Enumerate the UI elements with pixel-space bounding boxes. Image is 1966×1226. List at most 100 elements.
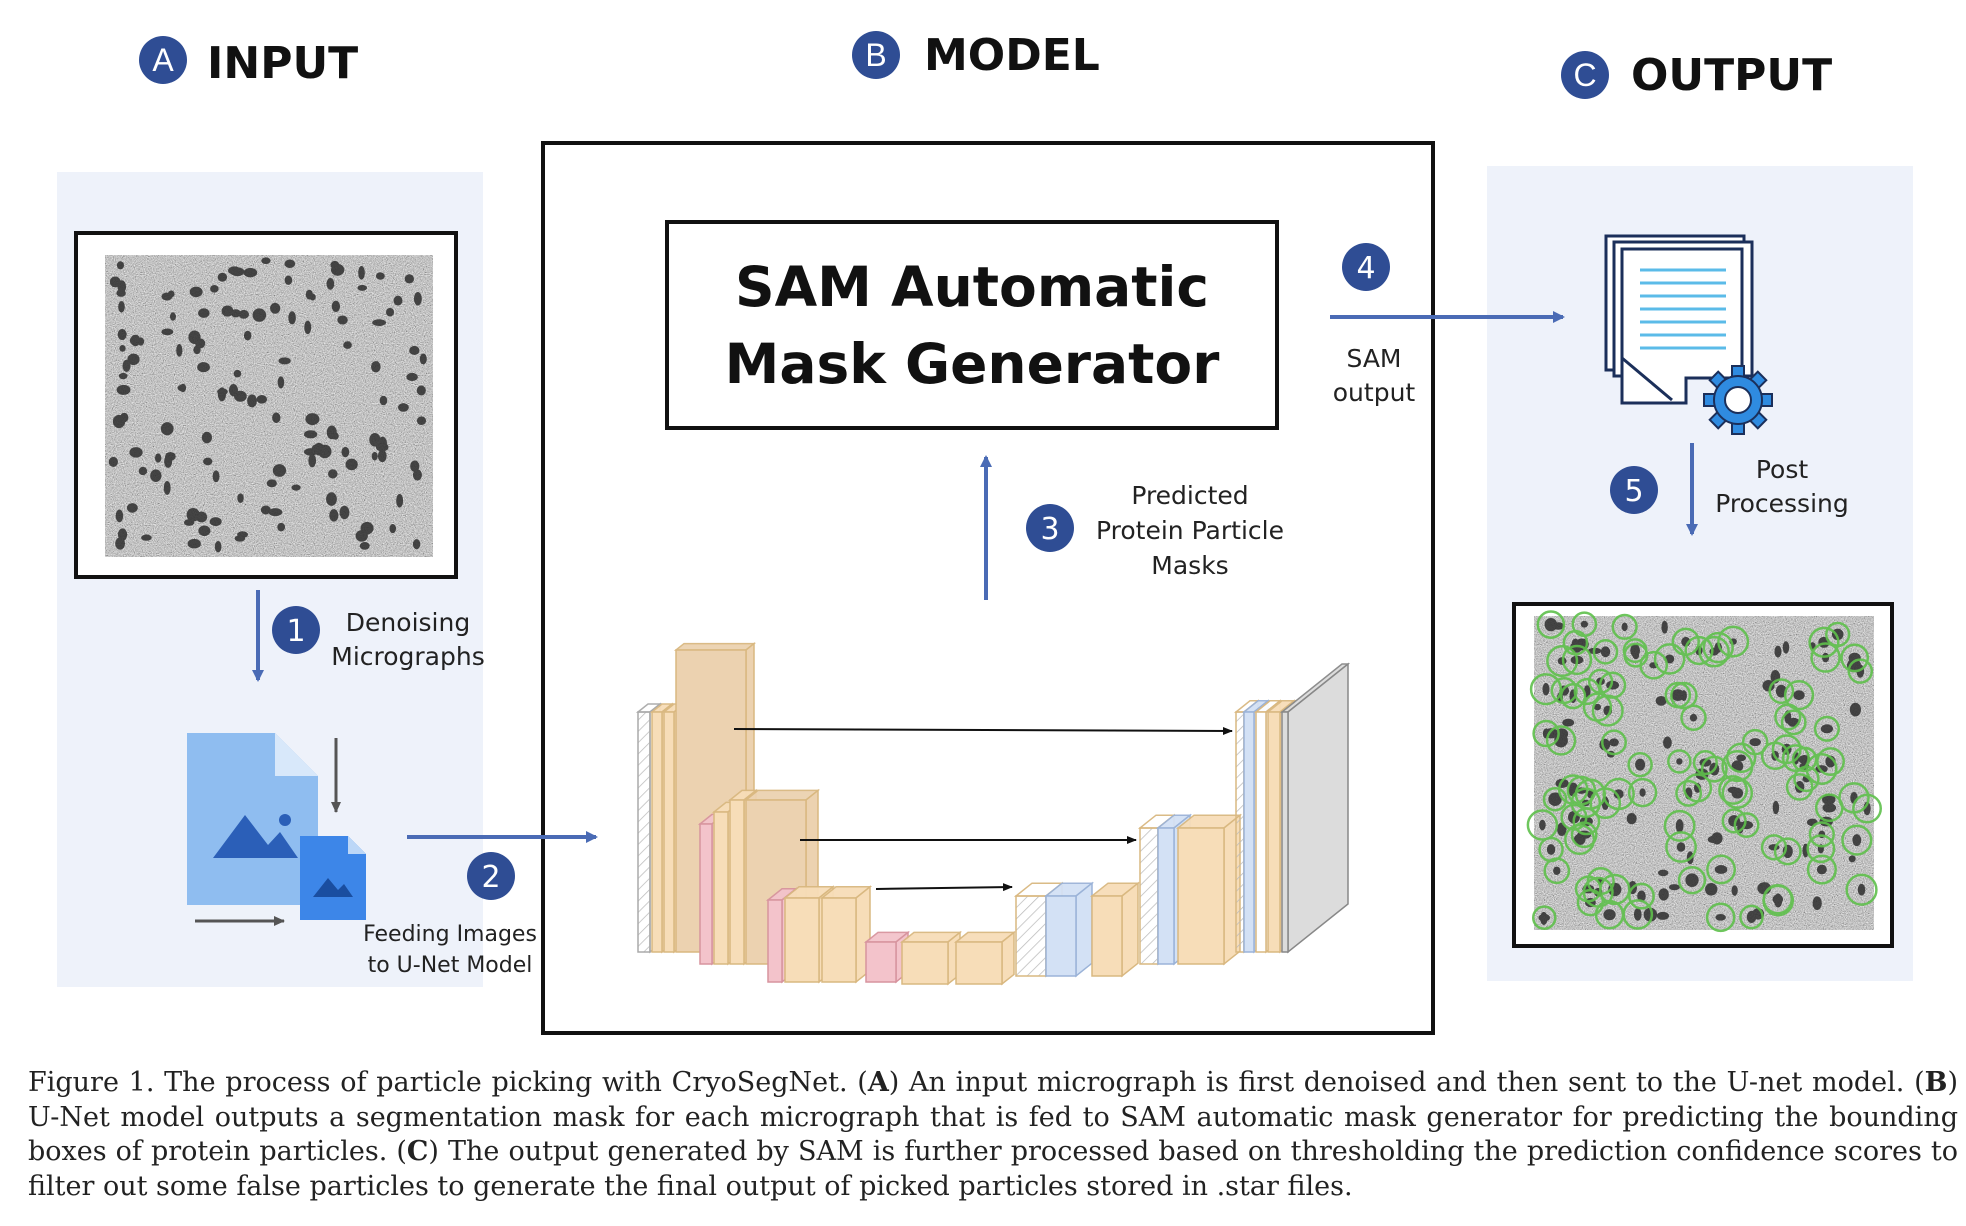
particle-mask bbox=[1841, 824, 1873, 856]
particle-mask bbox=[1680, 704, 1707, 731]
particle bbox=[210, 285, 219, 293]
step-badge-3: 3 bbox=[1026, 504, 1074, 552]
particle-mask bbox=[1783, 680, 1815, 711]
particle bbox=[108, 456, 118, 467]
particle bbox=[212, 470, 220, 483]
particle bbox=[1553, 866, 1561, 875]
particle-mask bbox=[1591, 694, 1624, 727]
particle-mask bbox=[1601, 729, 1627, 756]
unet-layer bbox=[953, 930, 1017, 986]
particle bbox=[1600, 646, 1611, 658]
particle bbox=[1663, 736, 1672, 749]
particle bbox=[369, 432, 381, 447]
particle bbox=[1689, 713, 1698, 722]
particle bbox=[339, 505, 350, 520]
particle bbox=[1772, 800, 1780, 815]
particle-mask bbox=[1542, 786, 1568, 812]
image-files-icon bbox=[187, 733, 366, 926]
particle bbox=[1613, 789, 1624, 799]
particle-mask bbox=[1808, 821, 1835, 848]
particle-mask bbox=[1805, 752, 1838, 785]
caption-part: ) An input micrograph is first denoised … bbox=[888, 1067, 1925, 1098]
particle-mask bbox=[1840, 643, 1870, 673]
particle bbox=[1715, 913, 1726, 921]
skip-connection bbox=[733, 726, 1233, 735]
particle bbox=[1793, 690, 1805, 701]
particle bbox=[308, 454, 317, 468]
particle-mask bbox=[1706, 854, 1737, 885]
particle bbox=[1774, 645, 1782, 658]
particle-mask bbox=[1773, 837, 1802, 866]
particle bbox=[1637, 890, 1646, 902]
particle bbox=[203, 457, 213, 466]
particle bbox=[1676, 758, 1683, 765]
caption-bold: A bbox=[867, 1067, 889, 1098]
particle bbox=[1852, 834, 1862, 847]
section-title: OUTPUT bbox=[1631, 50, 1832, 101]
unet-layer bbox=[1089, 881, 1141, 978]
particle bbox=[355, 530, 368, 542]
particle bbox=[305, 413, 320, 426]
particle bbox=[177, 384, 186, 392]
unet-layer bbox=[1043, 881, 1095, 978]
particle bbox=[410, 460, 420, 472]
section-letter: A bbox=[152, 42, 174, 78]
particle bbox=[371, 361, 381, 373]
particle bbox=[189, 286, 203, 298]
masked-micrograph-icon bbox=[1512, 602, 1894, 948]
particle-mask bbox=[1550, 677, 1578, 705]
particle bbox=[284, 259, 296, 269]
unet-layer bbox=[1279, 662, 1351, 954]
particle-mask bbox=[1847, 658, 1874, 684]
step4-label-line1: SAM bbox=[1346, 344, 1401, 373]
particle bbox=[122, 359, 131, 372]
particle bbox=[277, 522, 286, 532]
particle bbox=[1633, 908, 1642, 921]
particle bbox=[389, 524, 397, 534]
section-title: INPUT bbox=[207, 38, 358, 89]
particle-mask bbox=[1560, 803, 1588, 831]
section-header-input: A INPUT bbox=[139, 36, 358, 89]
particle-mask bbox=[1675, 779, 1703, 807]
particle-mask bbox=[1810, 642, 1841, 673]
step-badge-5: 5 bbox=[1610, 466, 1658, 514]
particle-mask bbox=[1572, 807, 1601, 836]
particle-mask bbox=[1589, 787, 1622, 820]
particle bbox=[116, 261, 125, 270]
particle bbox=[268, 508, 283, 517]
particle-mask bbox=[1838, 782, 1870, 814]
particle-mask bbox=[1532, 719, 1560, 748]
particle bbox=[252, 308, 267, 322]
particle bbox=[116, 384, 131, 395]
particle-mask bbox=[1566, 775, 1597, 806]
particle bbox=[1548, 792, 1562, 806]
particle bbox=[1816, 864, 1827, 875]
particle bbox=[234, 390, 247, 402]
particle bbox=[266, 479, 277, 488]
step2-label-line2: to U-Net Model bbox=[368, 953, 533, 978]
particle bbox=[165, 451, 176, 461]
particle-mask bbox=[1545, 725, 1577, 756]
particle bbox=[1680, 690, 1687, 702]
particle bbox=[1676, 842, 1686, 852]
particle bbox=[1675, 819, 1684, 833]
particle-mask bbox=[1559, 683, 1587, 710]
particle bbox=[345, 458, 358, 471]
particle-mask bbox=[1639, 650, 1669, 680]
particle bbox=[1714, 865, 1728, 874]
particle bbox=[1774, 893, 1783, 908]
particle-mask bbox=[1576, 888, 1605, 917]
particle bbox=[1539, 819, 1546, 831]
particle bbox=[119, 344, 126, 352]
particle bbox=[1731, 885, 1738, 896]
particle bbox=[1657, 869, 1669, 877]
particle-mask bbox=[1628, 882, 1655, 910]
particle bbox=[1849, 702, 1861, 717]
particle-mask bbox=[1663, 809, 1696, 842]
step5-label-line1: Post bbox=[1756, 455, 1809, 484]
particle bbox=[118, 372, 128, 380]
particle-mask bbox=[1725, 742, 1757, 774]
particle-mask bbox=[1816, 747, 1845, 776]
workflow-diagram: A INPUT B MODEL C OUTPUT 1 Denoising Mic… bbox=[57, 30, 1913, 1035]
particle bbox=[141, 534, 152, 541]
